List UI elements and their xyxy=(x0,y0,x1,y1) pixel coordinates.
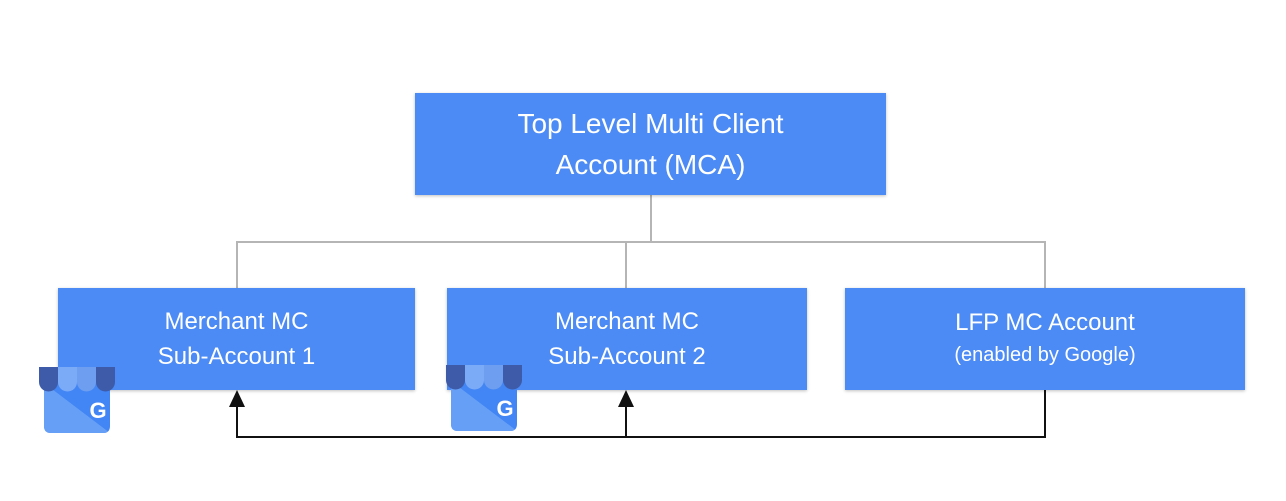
node-merchant-sub-account-1: Merchant MC Sub-Account 1 xyxy=(58,288,415,390)
node-label-line: (enabled by Google) xyxy=(954,344,1136,366)
node-top-level-mca: Top Level Multi Client Account (MCA) xyxy=(415,93,886,195)
connector-drop-sub1 xyxy=(236,241,238,289)
connector-root-stem xyxy=(650,195,652,242)
connector-branch-bar xyxy=(236,241,1046,243)
gmb-icon-letter: G xyxy=(496,396,513,421)
node-label-line: Top Level Multi Client xyxy=(517,108,784,139)
gmb-icon-letter: G xyxy=(89,398,106,423)
node-label-line: LFP MC Account xyxy=(955,309,1135,336)
arrow-shaft-to-sub1 xyxy=(236,405,238,437)
arrow-horizontal-segment xyxy=(236,436,1046,438)
arrow-lfp-down-segment xyxy=(1044,390,1046,437)
node-label-line: Sub-Account 2 xyxy=(548,343,706,370)
connector-drop-lfp xyxy=(1044,241,1046,289)
arrowhead-to-sub2 xyxy=(618,390,634,407)
arrowhead-to-sub1 xyxy=(229,390,245,407)
google-my-business-icon: G xyxy=(446,365,522,431)
arrow-shaft-to-sub2 xyxy=(625,405,627,437)
node-lfp-mc-account: LFP MC Account (enabled by Google) xyxy=(845,288,1245,390)
connector-drop-sub2 xyxy=(625,241,627,289)
node-label-line: Account (MCA) xyxy=(555,149,746,180)
google-my-business-icon: G xyxy=(39,367,115,433)
node-label-line: Merchant MC xyxy=(554,308,700,335)
node-label-line: Merchant MC xyxy=(164,308,309,335)
node-label-line: Sub-Account 1 xyxy=(157,343,316,370)
